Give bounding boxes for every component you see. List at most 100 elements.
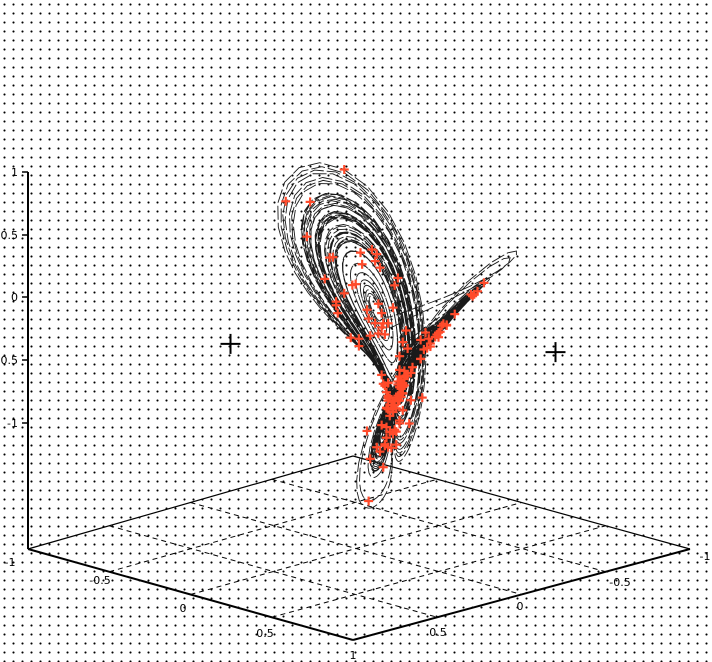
data-point xyxy=(393,395,403,405)
fixed-points xyxy=(220,333,566,363)
data-point xyxy=(378,318,388,328)
data-point xyxy=(377,370,387,380)
y-tick-label: -0.5 xyxy=(609,576,630,589)
x-axis xyxy=(27,548,354,641)
data-point xyxy=(473,286,482,296)
data-point xyxy=(421,328,430,338)
floor-grid xyxy=(27,455,691,618)
data-point xyxy=(395,382,404,392)
data-point xyxy=(416,354,426,364)
data-point xyxy=(375,263,385,273)
data-point xyxy=(328,252,338,262)
data-point xyxy=(377,308,387,318)
data-point xyxy=(339,288,349,298)
data-point xyxy=(354,341,364,351)
data-point xyxy=(380,381,390,391)
data-point xyxy=(390,280,400,290)
data-point xyxy=(388,407,398,417)
floor-back-edge xyxy=(352,455,691,550)
axes xyxy=(22,171,691,641)
data-point xyxy=(346,333,356,343)
data-point xyxy=(382,433,391,443)
sample-points xyxy=(281,165,489,506)
data-point xyxy=(388,303,398,313)
data-point xyxy=(364,496,374,506)
data-point xyxy=(406,395,416,405)
data-point xyxy=(305,197,315,207)
data-point xyxy=(302,232,312,242)
z-tick-label: -1 xyxy=(7,417,18,430)
data-point xyxy=(356,248,365,258)
data-point xyxy=(378,462,388,472)
trajectory-curve xyxy=(277,162,517,509)
z-tick-label: 1 xyxy=(11,166,18,179)
grid-line xyxy=(190,502,522,595)
data-point xyxy=(466,290,476,300)
data-point xyxy=(382,422,391,432)
equilibrium-right xyxy=(545,342,566,363)
data-point xyxy=(396,384,406,394)
floor-back-edge xyxy=(27,455,354,550)
data-point xyxy=(351,279,361,289)
data-point xyxy=(404,419,414,429)
data-point xyxy=(373,299,383,309)
data-point xyxy=(357,259,367,269)
data-point xyxy=(424,334,434,344)
y-tick-label: -1 xyxy=(700,550,711,563)
data-point xyxy=(339,165,349,175)
data-point xyxy=(331,300,341,310)
data-point xyxy=(367,244,377,254)
data-point xyxy=(380,441,390,451)
data-point xyxy=(416,335,426,345)
data-point xyxy=(383,404,393,414)
data-point xyxy=(432,330,442,340)
data-point xyxy=(442,320,452,330)
data-point xyxy=(333,308,343,318)
trajectory-path xyxy=(277,162,517,509)
data-point xyxy=(450,309,460,319)
data-point xyxy=(362,305,372,315)
data-point xyxy=(372,249,382,259)
data-point xyxy=(377,322,387,332)
data-point xyxy=(383,393,393,403)
grid-line xyxy=(271,525,606,618)
equilibrium-left xyxy=(220,333,241,354)
data-point xyxy=(398,405,408,415)
y-axis xyxy=(352,548,691,641)
data-point xyxy=(373,328,383,338)
data-point xyxy=(398,337,408,347)
data-point xyxy=(403,344,413,354)
data-point xyxy=(388,429,398,439)
x-tick-label: -1 xyxy=(5,556,16,569)
data-point xyxy=(391,440,401,450)
data-point xyxy=(408,362,417,372)
z-tick-label: 0 xyxy=(11,291,18,304)
data-point xyxy=(365,454,375,464)
x-tick-label: 0 xyxy=(180,602,187,615)
data-point xyxy=(370,318,380,328)
data-point xyxy=(401,371,411,381)
data-point xyxy=(395,351,404,361)
data-point xyxy=(401,326,411,336)
data-point xyxy=(393,273,403,283)
data-point xyxy=(370,256,380,266)
data-point xyxy=(377,420,387,430)
data-point xyxy=(375,447,385,457)
y-tick-label: 0 xyxy=(517,600,524,613)
data-point xyxy=(365,331,375,341)
x-tick-label: -0.5 xyxy=(89,574,110,587)
data-point xyxy=(281,196,291,206)
grid-line xyxy=(109,478,438,573)
z-tick-label: 0.5 xyxy=(1,229,19,242)
data-point xyxy=(396,375,406,385)
data-point xyxy=(390,425,400,435)
grid-line xyxy=(271,478,606,573)
data-point xyxy=(417,393,427,403)
grid-line xyxy=(109,525,438,618)
data-point xyxy=(425,339,435,349)
x-tick-label: 0.5 xyxy=(256,627,274,640)
data-point xyxy=(364,314,374,324)
data-point xyxy=(382,387,391,397)
y-tick-label: 0.5 xyxy=(429,626,447,639)
